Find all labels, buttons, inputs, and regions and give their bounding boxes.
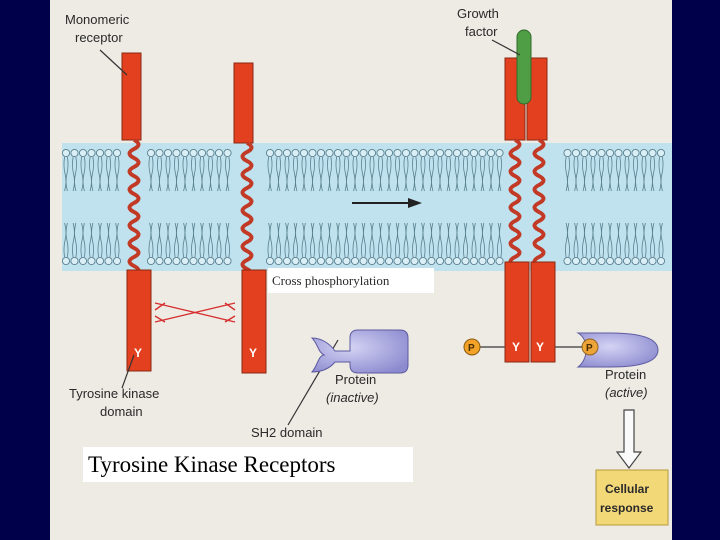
protein-inactive-label-2: (inactive) bbox=[326, 390, 379, 405]
title-band bbox=[83, 447, 413, 482]
growth-factor-label-1: Growth bbox=[457, 6, 499, 21]
kinase-y-label-2: Y bbox=[249, 346, 257, 360]
cellular-response-label-2: response bbox=[600, 501, 654, 515]
slide-title: Tyrosine Kinase Receptors bbox=[88, 452, 336, 477]
cross-phosphorylation-label: Cross phosphorylation bbox=[272, 273, 390, 288]
cross-phosphorylation-arrows bbox=[154, 302, 236, 323]
protein-active-label-2: (active) bbox=[605, 385, 648, 400]
kinase-y-label-3: Y bbox=[512, 340, 520, 354]
tyrosine-kinase-label-1: Tyrosine kinase bbox=[69, 386, 159, 401]
kinase-y-label-4: Y bbox=[536, 340, 544, 354]
protein-inactive-label-1: Protein bbox=[335, 372, 376, 387]
growth-factor-ligand bbox=[516, 29, 532, 105]
sh2-domain-label: SH2 domain bbox=[251, 425, 323, 440]
protein-inactive bbox=[310, 329, 409, 374]
cellular-response-arrow bbox=[615, 409, 643, 469]
cell-membrane bbox=[62, 143, 672, 271]
kinase-y-label-1: Y bbox=[134, 346, 142, 360]
monomeric-receptor-label-1: Monomeric bbox=[65, 12, 130, 27]
phosphate-label-1: P bbox=[468, 343, 475, 354]
monomeric-receptor-label-2: receptor bbox=[75, 30, 123, 45]
receptor-dimer bbox=[504, 57, 556, 363]
lipid-bilayer bbox=[61, 148, 666, 266]
cellular-response-box bbox=[595, 469, 669, 526]
tyrosine-kinase-label-2: domain bbox=[100, 404, 143, 419]
phosphate-label-2: P bbox=[586, 343, 593, 354]
cellular-response-label-1: Cellular bbox=[605, 482, 649, 496]
monomeric-receptor-right bbox=[233, 62, 267, 374]
phosphate-left bbox=[463, 338, 505, 356]
growth-factor-label-2: factor bbox=[465, 24, 498, 39]
cross-phosphorylation-band bbox=[268, 268, 434, 293]
phosphate-right bbox=[555, 338, 599, 356]
lateral-movement-arrow bbox=[352, 198, 422, 208]
protein-active-label-1: Protein bbox=[605, 367, 646, 382]
